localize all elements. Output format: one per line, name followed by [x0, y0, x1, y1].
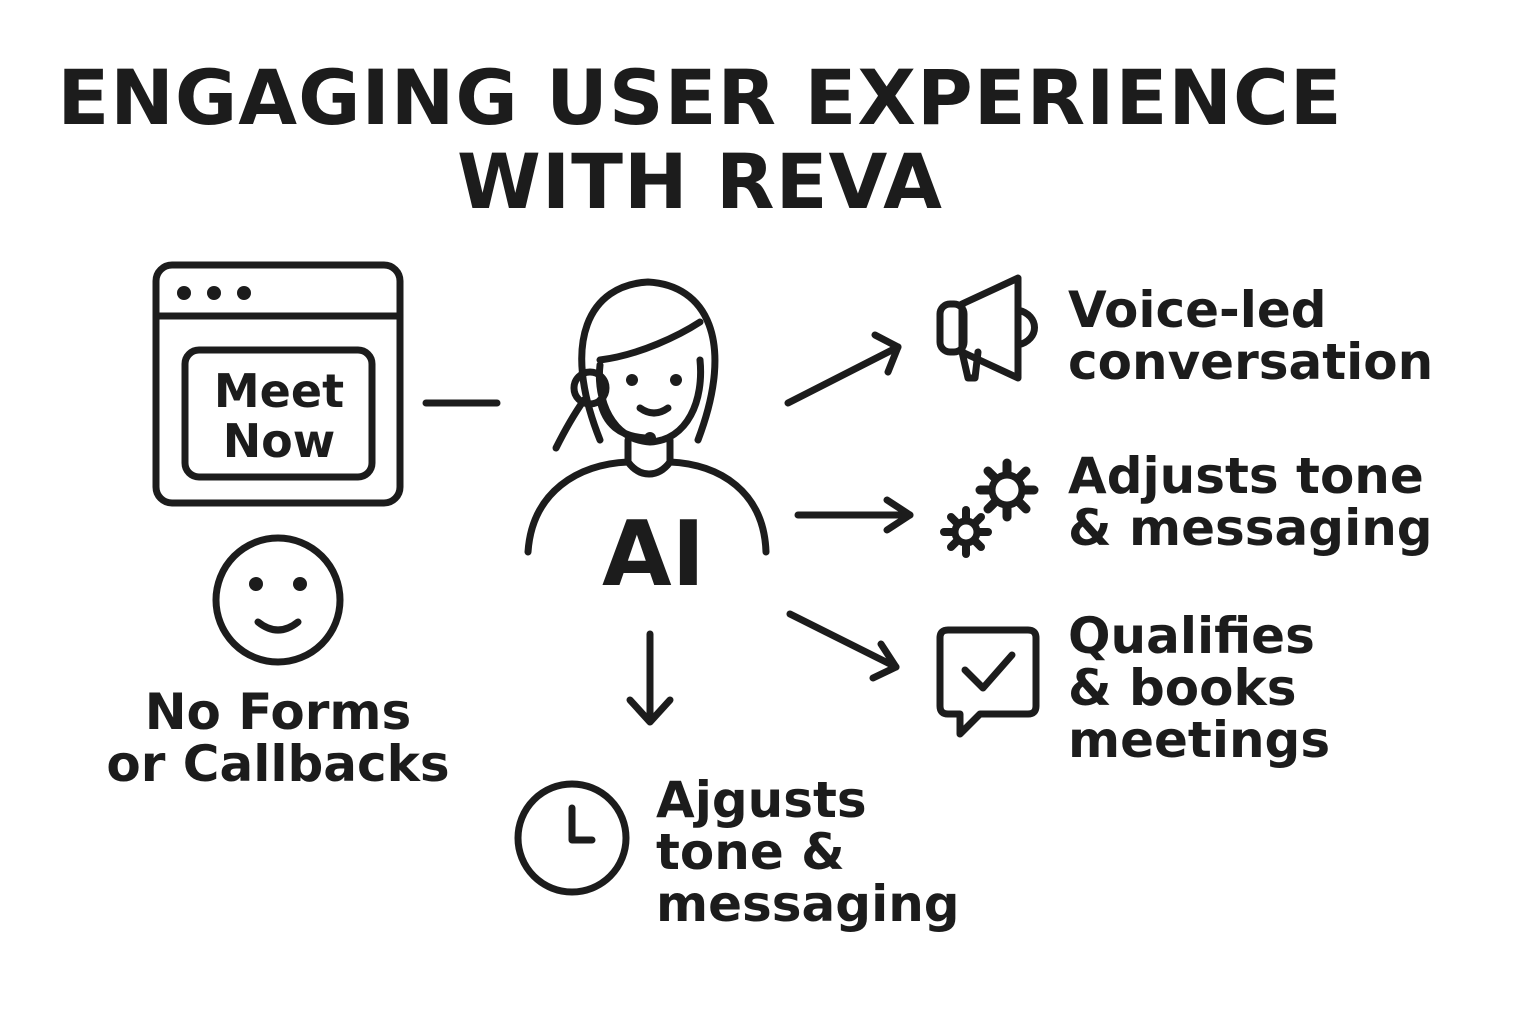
ai-agent-headset-icon — [524, 278, 770, 556]
arrow-to-ajgusts — [626, 630, 674, 726]
ajgusts-label: Ajgusts tone & messaging — [656, 774, 960, 930]
page-title: ENGAGING USER EXPERIENCE WITH REVA — [0, 56, 1400, 224]
qualifies-line-1: Qualifies — [1068, 607, 1315, 665]
meet-now-line-1: Meet — [213, 364, 345, 418]
adjusts-tone-label: Adjusts tone & messaging — [1068, 450, 1433, 554]
ajgusts-line-2: tone & — [656, 823, 845, 881]
adjusts-tone-line-1: Adjusts tone — [1068, 447, 1424, 505]
ai-label: AI — [602, 502, 706, 607]
ajgusts-line-3: messaging — [656, 875, 960, 933]
ajgusts-line-1: Ajgusts — [656, 771, 867, 829]
arrow-to-voice — [784, 331, 902, 407]
qualifies-line-3: meetings — [1068, 711, 1331, 769]
no-forms-line-1: No Forms — [144, 683, 412, 741]
megaphone-icon — [936, 274, 1038, 382]
meet-now-button[interactable]: Meet Now — [189, 366, 369, 466]
arrow-to-qualifies — [786, 610, 900, 682]
arrow-to-adjusts — [794, 496, 914, 534]
gears-icon — [940, 458, 1039, 558]
voice-led-line-1: Voice-led — [1068, 281, 1327, 339]
voice-led-label: Voice-led conversation — [1068, 284, 1433, 388]
no-forms-label: No Forms or Callbacks — [100, 686, 456, 790]
clock-icon — [514, 780, 630, 896]
no-forms-line-2: or Callbacks — [106, 735, 450, 793]
browser-window-icon — [152, 261, 404, 507]
title-line-1: ENGAGING USER EXPERIENCE — [57, 53, 1343, 142]
adjusts-tone-line-2: & messaging — [1068, 499, 1433, 557]
smiley-icon — [212, 534, 344, 666]
qualifies-line-2: & books — [1068, 659, 1297, 717]
qualifies-label: Qualifies & books meetings — [1068, 610, 1330, 766]
voice-led-line-2: conversation — [1068, 333, 1434, 391]
meet-now-line-2: Now — [222, 414, 336, 468]
meet-now-button-frame — [181, 346, 376, 481]
chat-check-icon — [936, 626, 1040, 738]
title-line-2: WITH REVA — [457, 137, 943, 226]
